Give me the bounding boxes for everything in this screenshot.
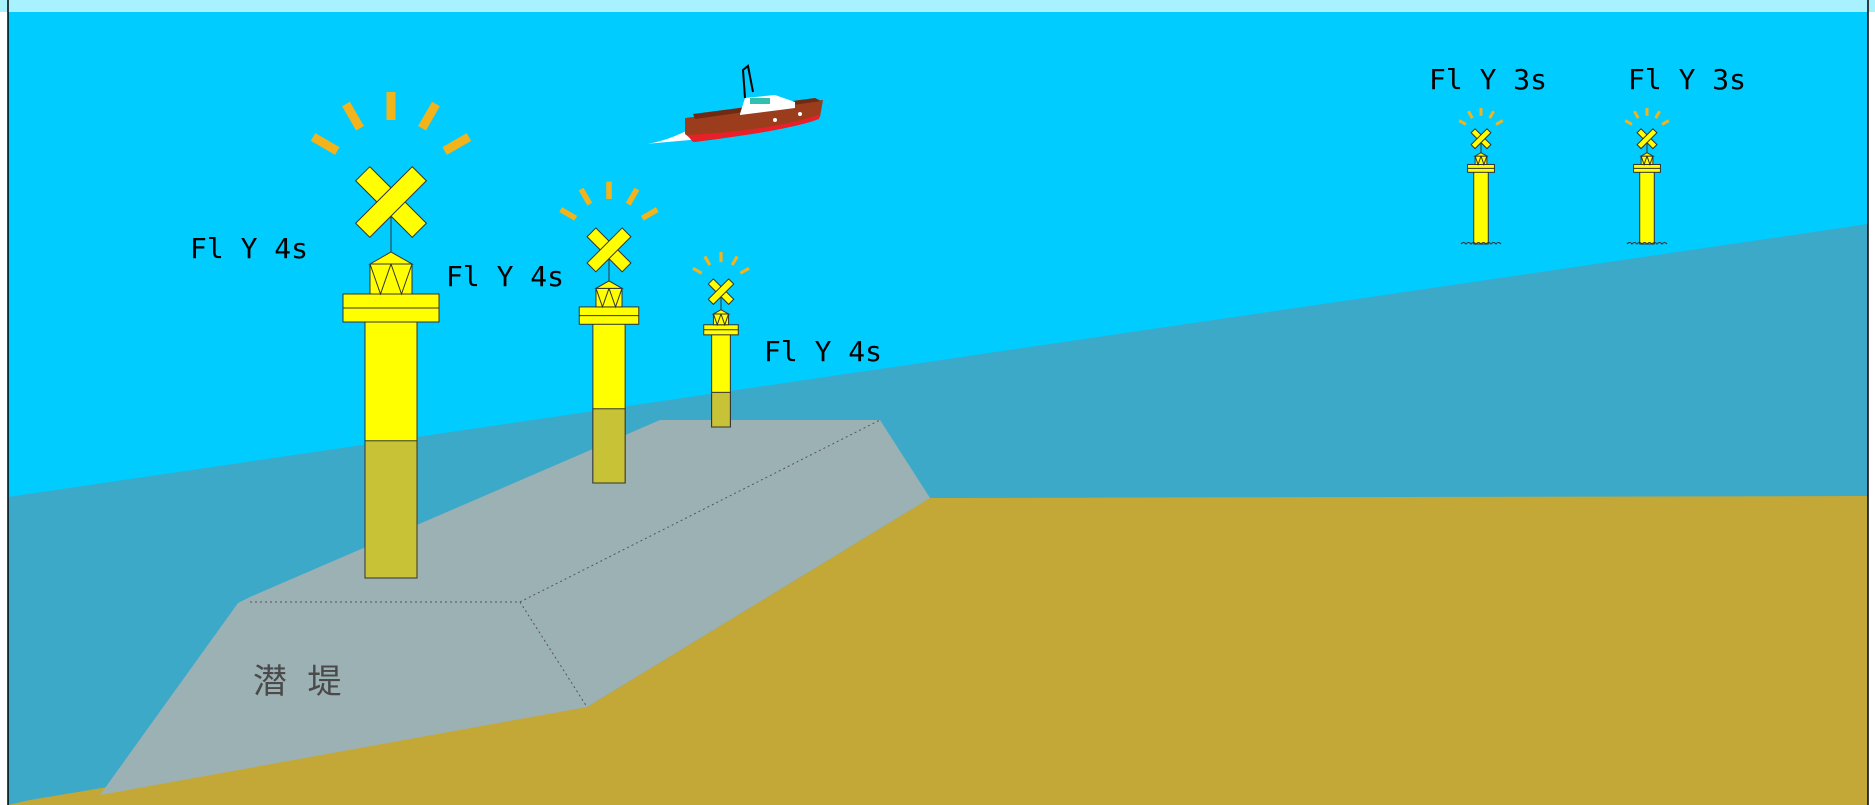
light-ray xyxy=(559,207,578,221)
x-topmark-icon xyxy=(707,278,735,306)
light-ray xyxy=(442,133,472,155)
boat-window xyxy=(750,98,770,104)
light-ray xyxy=(342,101,364,131)
beacon-light-label: Fl Y 4s xyxy=(764,335,882,368)
x-topmark-bar xyxy=(707,278,735,306)
light-ray xyxy=(640,207,659,221)
seabed xyxy=(8,496,1868,805)
beacon-lantern xyxy=(369,263,413,295)
beacon-body-submerged xyxy=(364,440,418,579)
light-ray xyxy=(310,133,340,155)
boat-hull xyxy=(685,100,823,142)
light-ray xyxy=(1624,119,1633,126)
light-ray xyxy=(703,255,712,266)
beacon-body xyxy=(1639,167,1655,245)
beacons-layer: Fl Y 4s Fl Y 4s Fl Y 4s Fl Y 3s Fl Y 3s xyxy=(190,63,1746,579)
beacon-roof xyxy=(1473,152,1489,157)
light-ray xyxy=(625,187,640,206)
breakwater-edge-line xyxy=(519,601,588,708)
sky-strip xyxy=(0,0,1875,12)
x-topmark-icon xyxy=(1636,128,1658,150)
boat-porthole xyxy=(798,112,802,116)
beacon-body-submerged xyxy=(592,408,626,484)
beacon-roof xyxy=(711,309,731,315)
x-topmark-bar xyxy=(1470,128,1492,150)
light-ray xyxy=(578,187,593,206)
light-ray xyxy=(1467,110,1474,119)
beacon-lantern xyxy=(595,287,623,308)
x-topmark-icon xyxy=(354,165,428,239)
light-ray xyxy=(1495,119,1504,126)
beacon-roof xyxy=(368,251,414,265)
boat-mast xyxy=(741,64,754,99)
boat-stripe xyxy=(687,114,820,142)
beacon-light-label: Fl Y 4s xyxy=(190,232,308,265)
structure-label: 潜 堤 xyxy=(253,662,341,702)
boat-porthole xyxy=(773,118,777,122)
light-rays-icon xyxy=(1458,107,1504,126)
x-topmark-icon xyxy=(1470,128,1492,150)
x-topmark-bar xyxy=(354,165,428,239)
light-ray xyxy=(1488,110,1495,119)
x-topmark-bar xyxy=(586,227,632,273)
patrol-boat-icon xyxy=(645,64,823,144)
beacon-large: Fl Y 4s xyxy=(190,92,472,579)
breakwater-body xyxy=(100,420,930,795)
light-ray xyxy=(1633,110,1640,119)
beacon-distant-2: Fl Y 3s xyxy=(1624,63,1746,245)
light-ray xyxy=(730,255,739,266)
beacon-small: Fl Y 4s xyxy=(692,252,882,428)
light-rays-icon xyxy=(692,252,750,275)
beacon-light-label: Fl Y 3s xyxy=(1628,63,1746,96)
beacon-waterline xyxy=(1626,242,1668,245)
beacon-roof xyxy=(594,280,624,289)
light-ray xyxy=(418,101,440,131)
light-ray xyxy=(692,266,703,275)
x-topmark-icon xyxy=(586,227,632,273)
beacon-body xyxy=(1473,167,1489,245)
beacon-waterline xyxy=(1460,242,1502,245)
light-rays-icon xyxy=(1624,107,1670,126)
beacon-light-label: Fl Y 3s xyxy=(1429,63,1547,96)
light-rays-icon xyxy=(559,181,659,221)
light-ray xyxy=(1458,119,1467,126)
light-rays-icon xyxy=(310,92,472,155)
beacon-distant-1: Fl Y 3s xyxy=(1429,63,1547,245)
beacon-roof xyxy=(1639,152,1655,157)
beacon-medium: Fl Y 4s xyxy=(446,181,659,484)
light-ray xyxy=(1654,110,1661,119)
x-topmark-bar xyxy=(1636,128,1658,150)
beacon-light-label: Fl Y 4s xyxy=(446,260,564,293)
beacon-body-submerged xyxy=(711,391,731,428)
light-ray xyxy=(739,266,750,275)
light-ray xyxy=(1661,119,1670,126)
submerged-breakwater: 潜 堤 xyxy=(100,419,930,795)
